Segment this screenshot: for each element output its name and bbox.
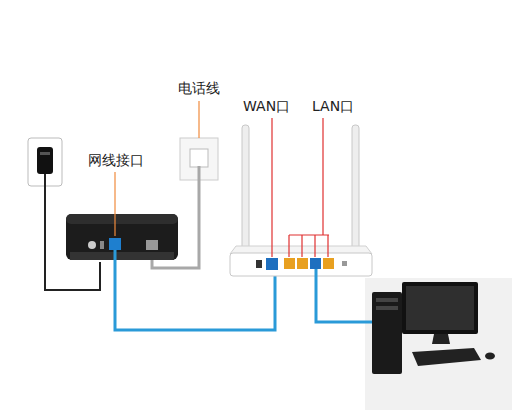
callout-label: WAN口 — [243, 98, 290, 115]
modem-body — [66, 214, 178, 260]
lan-port — [284, 258, 295, 269]
callout-label: LAN口 — [312, 98, 354, 115]
lan-bracket — [289, 118, 329, 257]
pc-tower — [372, 292, 402, 374]
pc-backdrop — [365, 278, 512, 410]
leader-line — [198, 101, 199, 138]
callout-label: 网线接口 — [88, 152, 144, 169]
leader-line — [114, 172, 115, 236]
modem-power-port — [88, 241, 96, 249]
router-power-port — [256, 260, 262, 268]
modem-base — [70, 252, 174, 260]
antenna — [352, 125, 359, 252]
reset-button — [342, 261, 347, 266]
antenna — [242, 125, 249, 252]
pc-drive — [376, 298, 398, 302]
adapter-logo — [40, 152, 50, 155]
monitor-stand — [432, 334, 450, 344]
monitor — [402, 282, 478, 334]
mouse — [485, 353, 495, 360]
lan-port — [310, 258, 321, 269]
lan-port — [297, 258, 308, 269]
modem-phone-port — [146, 240, 158, 250]
modem-ethernet-port — [109, 238, 121, 250]
power-adapter — [37, 147, 53, 174]
router-body — [230, 253, 372, 276]
modem-switch — [100, 241, 104, 249]
modem-top — [66, 214, 178, 224]
wan-port — [266, 258, 278, 270]
lan-cable — [316, 269, 372, 322]
leader-line — [271, 118, 272, 257]
monitor-screen — [406, 286, 474, 330]
phone-socket-face — [190, 149, 208, 167]
lan-port — [323, 258, 334, 269]
callout-label: 电话线 — [178, 80, 220, 97]
keyboard — [412, 348, 481, 366]
pc-drive — [376, 306, 398, 310]
